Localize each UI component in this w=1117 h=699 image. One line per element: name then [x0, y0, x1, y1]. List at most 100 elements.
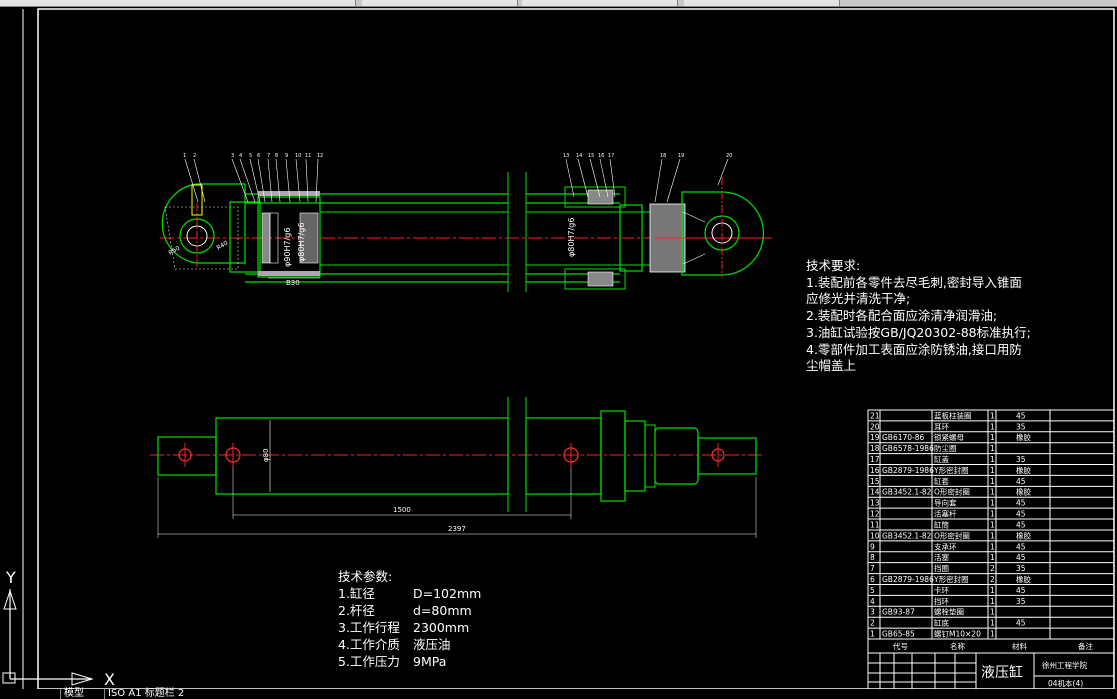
balloon: 3: [231, 153, 234, 159]
balloon: 9: [285, 153, 288, 159]
balloon: 11: [305, 153, 311, 159]
bom-cell-name: 蓝板柱装圈: [934, 410, 972, 420]
bom-cell-mat: 45: [1016, 619, 1026, 628]
bom-cell-no: 12: [870, 510, 880, 519]
bom-cell-mat: 45: [1016, 553, 1026, 562]
bom-cell-code: GB6578-1986: [882, 444, 934, 453]
bom-cell-no: 15: [870, 477, 880, 486]
bom-cell-no: 4: [870, 597, 875, 606]
bom-cell-name: 活塞: [934, 552, 949, 562]
bom-cell-mat: 橡胶: [1016, 465, 1032, 475]
balloon: 7: [267, 153, 270, 159]
toolbar-combo[interactable]: [684, 0, 840, 6]
class-name: 04机本(4): [1048, 678, 1083, 688]
balloon: 18: [660, 153, 666, 159]
balloon: 16: [598, 153, 604, 159]
balloon: 1: [183, 153, 186, 159]
drawing-title: 液压缸: [981, 664, 1023, 681]
bom-cell-name: O形密封圈: [934, 487, 970, 497]
bom-cell-name: O形密封圈: [934, 530, 970, 540]
tech-req-line: 1.装配前各零件去尽毛刺,密封导入锥面: [806, 275, 1022, 290]
bom-cell-no: 17: [870, 455, 880, 464]
bom-cell-qty: 1: [990, 586, 995, 595]
bom-cell-code: GB65-85: [882, 630, 915, 639]
bom-cell-qty: 1: [990, 619, 995, 628]
layout-tabs: 模型 ISO A1 标题栏 2: [0, 689, 1117, 699]
param-label: 2.杆径: [338, 603, 375, 618]
tech-req-line: 3.油缸试验按GB/JQ20302-88标准执行;: [806, 325, 1031, 340]
toolbar-combo[interactable]: [362, 0, 518, 6]
bom-cell-name: 活塞杆: [934, 509, 957, 519]
bom-cell-no: 13: [870, 499, 880, 508]
toolbar-combo[interactable]: [522, 0, 678, 6]
bom-cell-no: 5: [870, 586, 875, 595]
bom-cell-mat: 橡胶: [1016, 432, 1032, 442]
bom-cell-qty: 2: [990, 564, 995, 573]
drawing-canvas[interactable]: φ90H7/g6 φ80H7/g6 φ80H7/g6 B30 R50 R40: [0, 7, 1117, 689]
bom-cell-mat: 35: [1016, 564, 1026, 573]
bom-cell-no: 1: [870, 630, 875, 639]
window-toolbar: [0, 0, 1117, 7]
bom-cell-no: 3: [870, 608, 875, 617]
bom-cell-no: 19: [870, 433, 880, 442]
param-label: 1.缸径: [338, 586, 375, 601]
balloon: 13: [563, 153, 569, 159]
bom-cell-qty: 1: [990, 630, 995, 639]
bom-cell-qty: 1: [990, 444, 995, 453]
bom-cell-no: 9: [870, 542, 875, 551]
fit-dimension: φ80H7/g6: [567, 218, 576, 257]
balloon-labels: 1 2 3 4 5 6 7 8 9 10 11 12 13 14 15 16 1…: [183, 153, 732, 159]
param-value: 2300mm: [413, 620, 469, 635]
bom-cell-qty: 1: [990, 422, 995, 431]
tech-req-line: 应修光并清洗干净;: [806, 291, 910, 306]
param-value: D=102mm: [413, 586, 481, 601]
length-dimension: 2397: [448, 525, 466, 533]
bom-cell-qty: 1: [990, 597, 995, 606]
ucs-x-label: X: [104, 670, 115, 689]
tab-layout[interactable]: ISO A1 标题栏 2: [104, 689, 187, 699]
bom-cell-code: GB6170-86: [882, 433, 925, 442]
bom-cell-qty: 1: [990, 510, 995, 519]
bom-cell-no: 16: [870, 466, 880, 475]
param-label: 3.工作行程: [338, 620, 400, 635]
bom-cell-no: 7: [870, 564, 875, 573]
bom-cell-qty: 2: [990, 575, 995, 584]
bom-cell-no: 8: [870, 553, 875, 562]
bom-cell-qty: 1: [990, 520, 995, 529]
bom-cell-code: GB3452.1-82: [882, 531, 932, 540]
radius-dimension: R40: [216, 240, 230, 252]
length-dimension: B30: [286, 279, 300, 287]
balloon: 5: [249, 153, 252, 159]
balloon: 6: [257, 153, 260, 159]
bom-cell-qty: 1: [990, 455, 995, 464]
bom-cell-mat: 橡胶: [1016, 574, 1032, 584]
toolbar-combo[interactable]: [150, 0, 356, 6]
bom-cell-qty: 1: [990, 477, 995, 486]
tech-params: 技术参数: 1.缸径 D=102mm 2.杆径 d=80mm 3.工作行程 23…: [338, 569, 481, 669]
balloon: 20: [726, 153, 732, 159]
tech-params-title: 技术参数:: [338, 569, 392, 584]
bom-cell-no: 21: [870, 411, 880, 420]
bom-cell-no: 11: [870, 520, 880, 529]
exterior-view: φ80 1500 2397: [150, 397, 765, 538]
bom-cell-qty: 1: [990, 466, 995, 475]
tab-model[interactable]: 模型: [60, 689, 87, 699]
bom-header-material: 材料: [1012, 641, 1028, 651]
bom-cell-mat: 45: [1016, 477, 1026, 486]
ucs-icon: Y X: [2, 568, 115, 689]
bom-cell-name: 缸底: [934, 618, 949, 628]
bom-cell-qty: 1: [990, 499, 995, 508]
balloon: 14: [576, 153, 582, 159]
balloon: 2: [193, 153, 196, 159]
bom-cell-mat: 35: [1016, 597, 1026, 606]
bom-cell-no: 2: [870, 619, 875, 628]
param-value: d=80mm: [413, 603, 472, 618]
bom-cell-mat: 45: [1016, 542, 1026, 551]
balloon: 12: [317, 153, 323, 159]
balloon: 4: [239, 153, 242, 159]
tech-requirements: 技术要求: 1.装配前各零件去尽毛刺,密封导入锥面 应修光并清洗干净; 2.装配…: [806, 258, 1031, 373]
tech-req-line: 4.零部件加工表面应涂防锈油,接口用防: [806, 342, 1022, 357]
balloon: 15: [588, 153, 594, 159]
rod-eye: [681, 191, 765, 276]
toolbar-combo[interactable]: [0, 0, 151, 6]
